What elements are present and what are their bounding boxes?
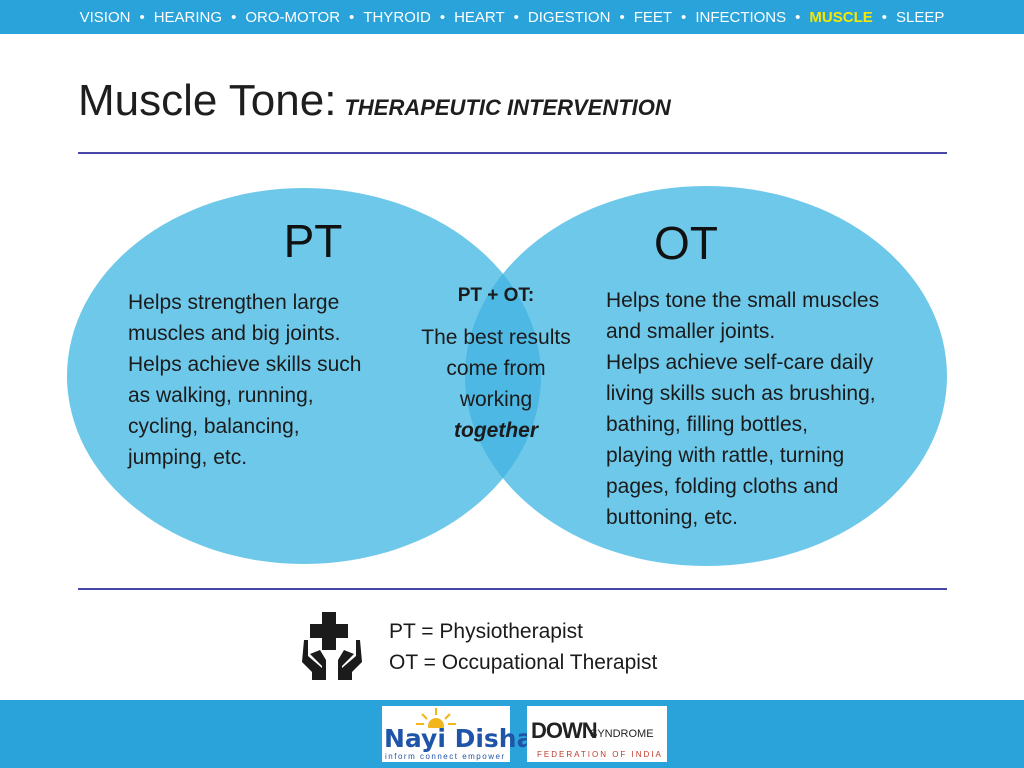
footer-bar bbox=[0, 700, 1024, 768]
nav-separator: • bbox=[619, 8, 625, 26]
nav-separator: • bbox=[231, 8, 237, 26]
nav-item-hearing[interactable]: HEARING bbox=[153, 8, 223, 26]
legend-ot: OT = Occupational Therapist bbox=[389, 651, 658, 674]
nayi-disha-name: Nayi Disha bbox=[384, 724, 534, 753]
pt-description: Helps strengthen large muscles and big j… bbox=[128, 291, 362, 469]
nav-item-oro-motor[interactable]: ORO-MOTOR bbox=[245, 8, 341, 26]
nav-item-infections[interactable]: INFECTIONS bbox=[695, 8, 787, 26]
pt-circle bbox=[67, 188, 541, 564]
overlap-body: The best results come from working bbox=[421, 326, 571, 411]
nav-separator: • bbox=[439, 8, 446, 26]
abbreviation-legend: PT = Physiotherapist OT = Occupational T… bbox=[389, 616, 657, 678]
dsfi-name-suffix: SYNDROME bbox=[590, 728, 654, 740]
dsfi-subtitle: FEDERATION OF INDIA bbox=[537, 750, 663, 759]
title-subtitle: THERAPEUTIC INTERVENTION bbox=[344, 95, 671, 120]
nav-separator: • bbox=[881, 8, 888, 26]
nav-item-sleep[interactable]: SLEEP bbox=[896, 8, 945, 26]
overlap-heading: PT + OT: bbox=[457, 285, 535, 306]
nav-separator: • bbox=[681, 8, 687, 26]
ot-circle bbox=[465, 186, 947, 566]
top-navigation-bar: VISION • HEARING • ORO-MOTOR • THYROID • HEART • D… bbox=[0, 0, 1024, 34]
nav-item-feet[interactable]: FEET bbox=[633, 8, 673, 26]
overlap-emphasis: together bbox=[454, 419, 538, 442]
sun-icon bbox=[416, 708, 456, 728]
page-title: Muscle Tone: THERAPEUTIC INTERVENTION bbox=[78, 76, 671, 126]
nav-separator: • bbox=[349, 8, 355, 26]
down-syndrome-federation-logo bbox=[527, 706, 667, 762]
ot-description: Helps tone the small muscles and smaller… bbox=[606, 289, 880, 529]
medical-cross-hands-icon bbox=[302, 612, 362, 680]
overlap-text: The best results come from working toget… bbox=[418, 322, 574, 446]
nav-item-digestion[interactable]: DIGESTION bbox=[527, 8, 611, 26]
nav-item-thyroid[interactable]: THYROID bbox=[363, 8, 431, 26]
legend-pt: PT = Physiotherapist bbox=[389, 620, 583, 643]
pt-circle-title: PT bbox=[283, 215, 343, 267]
nav-item-muscle[interactable]: MUSCLE bbox=[809, 8, 873, 26]
dsfi-name-main: DOWN bbox=[531, 718, 598, 743]
top-divider bbox=[78, 152, 947, 154]
nav-item-vision[interactable]: VISION bbox=[79, 8, 131, 26]
nav-separator: • bbox=[139, 8, 145, 26]
nav-item-heart[interactable]: HEART bbox=[454, 8, 505, 26]
title-main: Muscle Tone: bbox=[78, 76, 337, 125]
nav-separator: • bbox=[513, 8, 519, 26]
nav-separator: • bbox=[795, 8, 801, 26]
nayi-disha-logo bbox=[382, 706, 510, 762]
nayi-disha-tagline: inform connect empower bbox=[385, 752, 506, 761]
bottom-divider bbox=[78, 588, 947, 590]
ot-circle-title: OT bbox=[654, 217, 718, 269]
